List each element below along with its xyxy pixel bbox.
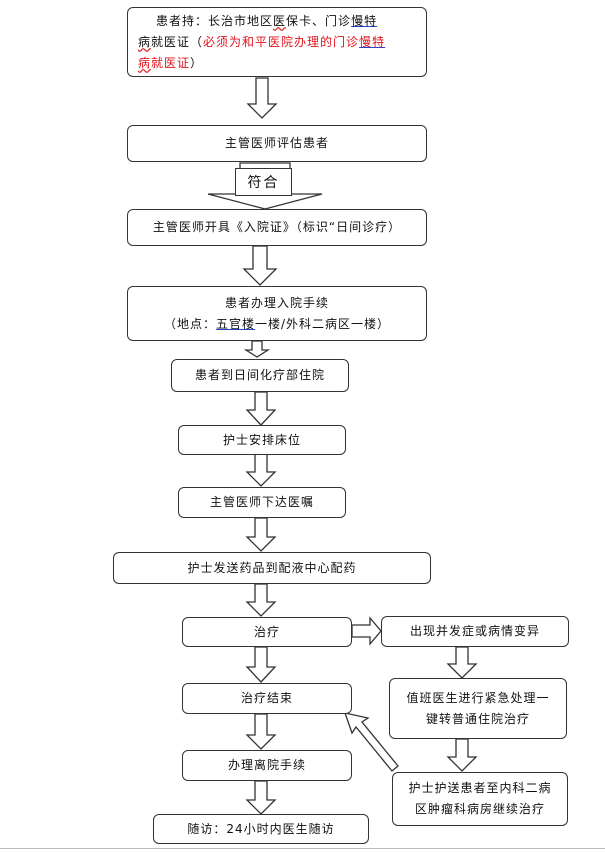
admission-procedure-title: 患者办理入院手续 bbox=[224, 295, 329, 310]
arrow-down-9 bbox=[245, 646, 277, 683]
arrow-down-11 bbox=[245, 780, 277, 815]
requirements-note: 必须为和平医院办理的门诊 bbox=[203, 34, 360, 49]
arrow-down-12 bbox=[446, 646, 478, 679]
page-bottom-rule bbox=[0, 848, 605, 849]
arrow-down-6 bbox=[245, 453, 277, 487]
arrow-right-1 bbox=[351, 616, 382, 646]
treatment-end-box: 治疗结束 bbox=[182, 683, 352, 714]
bed-arrangement-box: 护士安排床位 bbox=[178, 425, 346, 455]
requirements-box: 患者持：长治市地区医保卡、门诊慢特病就医证（必须为和平医院办理的门诊慢特病就医证… bbox=[127, 7, 427, 77]
arrow-down-1 bbox=[246, 77, 278, 119]
arrow-down-13 bbox=[446, 738, 478, 772]
qualified-badge: 符合 bbox=[235, 168, 292, 196]
admission-certificate-box: 主管医师开具《入院证》（标识“日间诊疗） bbox=[127, 209, 427, 246]
doctor-orders-box: 主管医师下达医嘱 bbox=[178, 487, 346, 518]
assess-patient-box: 主管医师评估患者 bbox=[127, 125, 427, 162]
follow-up-box: 随访：24小时内医生随访 bbox=[153, 814, 369, 844]
day-ward-admission-box: 患者到日间化疗部住院 bbox=[171, 359, 349, 392]
medication-dispatch-box: 护士发送药品到配液中心配药 bbox=[113, 552, 431, 584]
assess-patient-text: 主管医师评估患者 bbox=[224, 136, 329, 150]
location-building: 五官楼 bbox=[215, 316, 255, 331]
arrow-back-1 bbox=[344, 712, 399, 772]
treatment-box: 治疗 bbox=[182, 617, 352, 647]
arrow-down-8 bbox=[245, 583, 277, 617]
complication-box: 出现并发症或病情变异 bbox=[381, 616, 569, 647]
admission-procedure-box: 患者办理入院手续 （地点：五官楼一楼/外科二病区一楼） bbox=[127, 286, 427, 341]
requirements-label: 患者持： bbox=[156, 13, 209, 28]
discharge-box: 办理离院手续 bbox=[182, 750, 352, 781]
arrow-down-3 bbox=[242, 245, 278, 286]
emergency-handling-box: 值班医生进行紧急处理一键转普通住院治疗 bbox=[389, 678, 567, 739]
arrow-down-7 bbox=[245, 517, 277, 552]
arrow-down-5 bbox=[245, 391, 277, 426]
transfer-box: 护士护送患者至内科二病区肿瘤科病房继续治疗 bbox=[392, 772, 568, 826]
admission-certificate-text: 主管医师开具《入院证》（标识“日间诊疗） bbox=[152, 220, 402, 234]
arrow-down-10 bbox=[245, 713, 277, 750]
arrow-down-4 bbox=[243, 340, 271, 358]
